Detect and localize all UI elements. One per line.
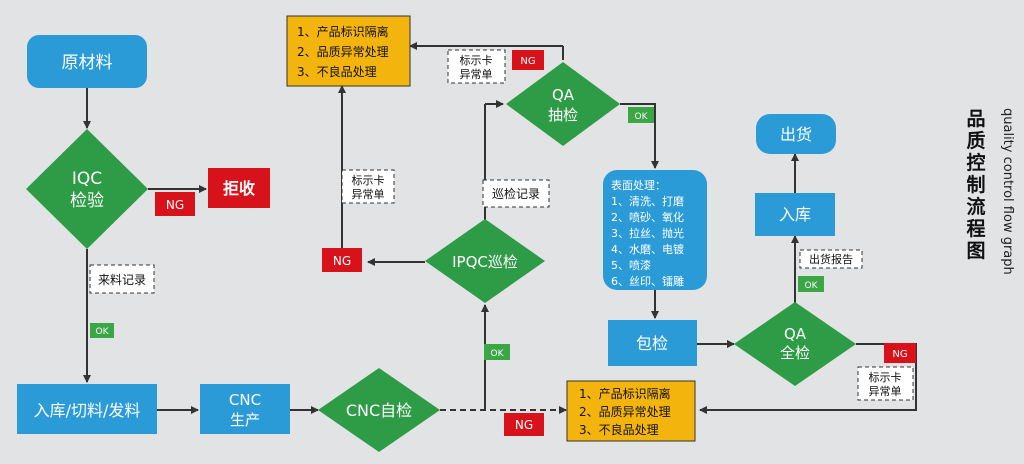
- node-surface-line6: 6、丝印、镭雕: [611, 274, 684, 288]
- ng-badge-selfcheck-label: NG: [515, 418, 533, 432]
- ng-badge-qa-sample: [512, 50, 544, 70]
- ok-badge-iqc: [90, 323, 114, 338]
- node-cnc-label-2: 生产: [230, 411, 260, 429]
- node-surface-line3: 3、拉丝、抛光: [611, 226, 684, 240]
- node-qa-sample-label-2: 抽检: [548, 106, 578, 124]
- note-incoming-record: [89, 264, 155, 294]
- ng-badge-ipqc: [322, 248, 362, 272]
- node-qa-full: [734, 302, 856, 386]
- node-store-label: 入库: [779, 205, 811, 224]
- ng-badge-iqc: [155, 192, 195, 216]
- node-reject: [208, 168, 270, 208]
- node-surface-line2: 2、喷砂、氧化: [611, 210, 684, 224]
- node-cnc: [200, 384, 290, 434]
- node-warehouse-in: [17, 384, 157, 434]
- ng-badge-qa-full: [884, 343, 916, 363]
- node-store: [755, 193, 835, 236]
- node-surface-treatment: [603, 170, 707, 290]
- node-handle-top-line1: 1、产品标识隔离: [297, 24, 389, 39]
- node-cnc-label-1: CNC: [229, 391, 261, 409]
- node-reject-label: 拒收: [223, 179, 255, 198]
- ok-badge-iqc-label: OK: [96, 327, 110, 337]
- ok-badge-qa-sample: [628, 107, 654, 123]
- node-surface-line1: 1、清洗、打磨: [611, 194, 684, 208]
- node-ship-label: 出货: [780, 125, 812, 144]
- ok-badge-qa-full: [798, 276, 824, 292]
- node-qa-sample: [506, 62, 620, 146]
- note-tag-card-top-line1: 标示卡: [460, 53, 493, 67]
- node-ipqc: [425, 219, 545, 303]
- note-tag-card-right-line2: 异常单: [869, 385, 902, 398]
- node-ship: [756, 114, 836, 154]
- note-tag-card-left: [341, 169, 395, 204]
- node-cnc-selfcheck: [318, 368, 440, 452]
- node-raw-material: [27, 35, 147, 88]
- ng-badge-ipqc-label: NG: [333, 254, 351, 268]
- node-ipqc-label: IPQC巡检: [452, 253, 518, 271]
- node-handle-bottom: [566, 380, 696, 442]
- diagram-title: 品质控制流程图: [966, 108, 986, 262]
- note-tag-card-top-line2: 异常单: [460, 68, 493, 81]
- node-pack-check-label: 包检: [636, 334, 668, 353]
- arrow-qa-to-surface: [620, 103, 659, 169]
- node-handle-bottom-line1: 1、产品标识隔离: [579, 386, 671, 401]
- node-pack-check: [608, 320, 697, 366]
- note-patrol-record-label: 巡检记录: [492, 186, 540, 201]
- note-tag-card-left-line2: 异常单: [352, 188, 385, 201]
- node-handle-bottom-line3: 3、不良品处理: [579, 422, 659, 437]
- ng-badge-selfcheck: [504, 413, 544, 436]
- note-patrol-record: [482, 179, 550, 208]
- note-ship-report: [799, 249, 863, 269]
- note-incoming-record-label: 来料记录: [98, 273, 146, 287]
- node-warehouse-in-label: 入库/切料/发料: [34, 401, 141, 420]
- ng-badge-iqc-label: NG: [166, 198, 184, 212]
- node-handle-bottom-line2: 2、品质异常处理: [579, 405, 671, 419]
- ok-badge-selfcheck-label: OK: [491, 349, 505, 359]
- ng-badge-qa-full-label: NG: [892, 349, 907, 360]
- node-surface-line0: 表面处理：: [611, 178, 666, 192]
- note-tag-card-right-line1: 标示卡: [869, 370, 902, 384]
- node-iqc-label-2: 检验: [70, 191, 104, 211]
- ok-badge-qa-sample-label: OK: [635, 112, 649, 122]
- ng-badge-qa-sample-label: NG: [520, 56, 535, 67]
- ok-badge-selfcheck: [484, 344, 510, 360]
- node-handle-top: [286, 15, 411, 87]
- node-handle-top-line3: 3、不良品处理: [297, 64, 377, 79]
- diagram-subtitle: quality control flow graph: [1000, 108, 1015, 275]
- ok-badge-qa-full-label: OK: [805, 281, 819, 291]
- node-iqc: [26, 129, 148, 249]
- node-surface-line5: 5、喷漆: [611, 259, 651, 272]
- node-cnc-selfcheck-label: CNC自检: [346, 401, 412, 420]
- note-tag-card-left-line1: 标示卡: [352, 173, 385, 187]
- node-surface-line4: 4、水磨、电镀: [611, 242, 684, 256]
- node-handle-top-line2: 2、品质异常处理: [297, 45, 389, 59]
- node-qa-full-label-1: QA: [784, 325, 807, 343]
- node-qa-sample-label-1: QA: [552, 86, 575, 104]
- node-qa-full-label-2: 全检: [780, 344, 810, 362]
- note-tag-card-top: [447, 49, 506, 84]
- node-raw-material-label: 原材料: [62, 53, 113, 73]
- note-tag-card-right: [857, 366, 914, 401]
- node-iqc-label-1: IQC: [72, 169, 102, 189]
- note-ship-report-label: 出货报告: [809, 252, 853, 266]
